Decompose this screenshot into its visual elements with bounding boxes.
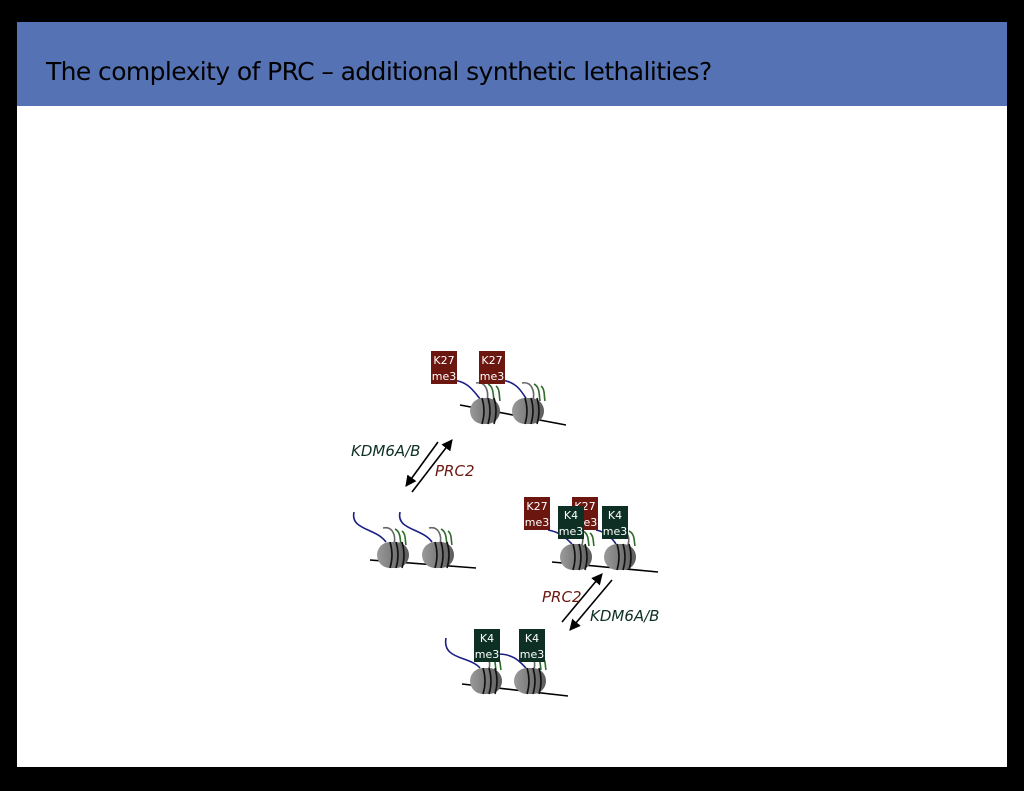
mark-label-line1: K4: [525, 632, 539, 645]
kdm6ab-label: KDM6A/B: [590, 607, 659, 625]
arrow-to-bivalent: [561, 573, 603, 623]
histone-tail-grey: [475, 382, 489, 401]
nucleosome: [422, 541, 454, 569]
title-bar: The complexity of PRC – additional synth…: [17, 22, 1007, 106]
unmodified-state-group: [353, 511, 477, 569]
histone-tail-grey: [428, 526, 442, 545]
mark-label-line1: K4: [480, 632, 494, 645]
mark-label-line2: me3: [559, 525, 583, 538]
k27me3-mark: K27 me3: [431, 351, 457, 384]
histone-tail-green: [628, 530, 636, 547]
arrow-to-unmodified: [405, 441, 439, 487]
mark-label-line1: K27: [433, 354, 454, 367]
k4me3-mark: K4 me3: [474, 629, 500, 662]
nucleosome: [470, 397, 500, 425]
histone-tail-green: [401, 530, 407, 546]
mark-label-line1: K4: [564, 509, 578, 522]
arrow-to-k4me3: [569, 579, 613, 631]
nucleosome: [604, 543, 636, 571]
histone-tail-grey: [382, 526, 396, 545]
mark-label-line2: me3: [432, 370, 456, 383]
histone-tail-grey: [521, 382, 535, 401]
mark-label-line2: me3: [475, 648, 499, 661]
slide-title: The complexity of PRC – additional synth…: [46, 57, 712, 86]
mark-label-line2: me3: [525, 516, 549, 529]
top-state-group: K27 me3 K27 me3: [431, 351, 567, 426]
histone-tail-green: [533, 383, 541, 402]
histone-tail-green: [540, 385, 546, 402]
bottom-equilibrium-arrows: PRC2 KDM6A/B: [542, 573, 659, 631]
mark-label-line2: me3: [480, 370, 504, 383]
prc2-label: PRC2: [542, 588, 582, 606]
k27me3-mark: K27 me3: [524, 497, 550, 530]
nucleosome: [512, 397, 544, 425]
prc2-label: PRC2: [435, 462, 475, 480]
arrow-to-k27me3: [411, 439, 453, 493]
k27me3-mark: K27 me3: [479, 351, 505, 384]
k4me3-mark: K4 me3: [602, 506, 628, 539]
nucleosome: [470, 667, 502, 695]
top-equilibrium-arrows: KDM6A/B PRC2: [351, 439, 475, 493]
mark-label-line1: K4: [608, 509, 622, 522]
bivalent-state-group: K27 me3 K27 me3 K4 me3 K4 me3: [524, 497, 659, 573]
histone-tail-blue: [399, 511, 433, 543]
histone-tail-blue: [444, 637, 481, 669]
mark-label-line2: me3: [520, 648, 544, 661]
nucleosome: [514, 667, 546, 695]
histone-tail-green: [582, 530, 590, 547]
histone-tail-green: [447, 530, 453, 546]
mark-label-line1: K27: [526, 500, 547, 513]
k4me3-mark: K4 me3: [558, 506, 584, 539]
slide: The complexity of PRC – additional synth…: [17, 22, 1007, 767]
histone-tail-green: [495, 385, 501, 402]
nucleosome: [377, 541, 409, 569]
k4me3-state-group: K4 me3 K4 me3: [444, 629, 569, 697]
k4me3-mark: K4 me3: [519, 629, 545, 662]
mark-label-line2: me3: [603, 525, 627, 538]
nucleosome: [560, 543, 592, 571]
histone-tail-blue: [497, 653, 527, 669]
histone-tail-blue: [353, 511, 387, 543]
kdm6ab-label: KDM6A/B: [351, 442, 420, 460]
mark-label-line1: K27: [481, 354, 502, 367]
histone-tail-green: [589, 532, 595, 547]
